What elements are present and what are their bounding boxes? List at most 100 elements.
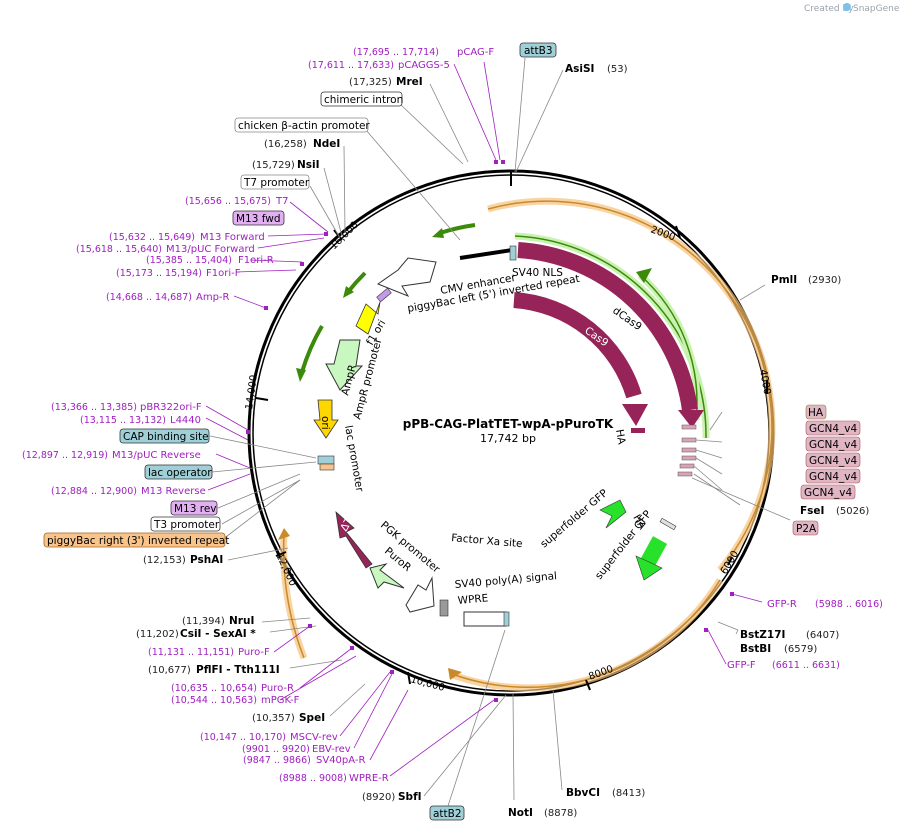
primer-wprer: WPRE-R <box>349 773 389 784</box>
primer-mpgkf: mPGK-F <box>261 695 300 706</box>
site-pshai: PshAI <box>190 554 223 566</box>
cmv-enhancer-arrow <box>376 257 437 298</box>
primer-m13rev: M13 Reverse <box>141 486 206 497</box>
sv40pa-block <box>439 599 449 617</box>
site-bbvci-pos: (8413) <box>612 788 645 799</box>
orange-ring-bottom-line <box>451 579 721 689</box>
cas9-arrowhead <box>622 404 648 426</box>
feature-sv40pa: SV40 poly(A) signal <box>454 570 557 591</box>
primer-m13pucrev: M13/pUC Reverse <box>112 450 201 461</box>
piggybac-right-block <box>319 463 335 471</box>
box-t7-promoter: T7 promoter <box>243 177 310 189</box>
site-mrei: MreI <box>396 76 423 88</box>
box-gcn4-4: GCN4_v4 <box>809 471 857 483</box>
primer-m13pucfwd: M13/pUC Forward <box>166 244 255 255</box>
site-fsei-pos: (5026) <box>836 506 869 517</box>
primer-purof-pos: (11,131 .. 11,151) <box>148 647 234 658</box>
snapgene-logo-icon <box>843 3 851 11</box>
primer-m13pucrev-pos: (12,897 .. 12,919) <box>22 450 108 461</box>
piggybac-left-block <box>376 287 392 303</box>
box-cap-binding: CAP binding site <box>123 431 209 443</box>
primer-t7-pos: (15,656 .. 15,675) <box>185 196 271 207</box>
primer-pcagf: pCAG-F <box>457 47 494 58</box>
green-arrow-left1-head <box>343 286 354 298</box>
ha-block-gfp <box>659 517 677 531</box>
sv40-nls-block <box>509 245 517 261</box>
feature-lac-promoter: lac promoter <box>342 424 366 493</box>
primer-pcagf-pos: (17,695 .. 17,714) <box>353 47 439 58</box>
site-bbvci: BbvCI <box>566 787 600 799</box>
site-pflfi: PflFI - Tth111I <box>196 664 280 676</box>
primer-gfpf-pos: (6611 .. 6631) <box>772 660 840 671</box>
box-gcn4-2: GCN4_v4 <box>809 439 857 451</box>
dtk-arrow <box>335 510 373 569</box>
site-bstz17i: BstZ17I <box>740 629 785 641</box>
boxed-labels: attB3 chimeric intron chicken β-actin pr… <box>43 42 861 821</box>
ha-block-cas9 <box>631 428 645 433</box>
primer-wprer-pos: (8988 .. 9008) <box>279 773 347 784</box>
primer-gfpf: GFP-F <box>727 660 756 671</box>
dcas9-arrow <box>517 242 698 412</box>
green-arrow-left2 <box>300 324 324 373</box>
box-attb2: attB2 <box>433 808 462 820</box>
site-pmli-pos: (2930) <box>808 275 841 286</box>
brand-text: Created by <box>804 4 854 14</box>
primer-l4440: L4440 <box>170 415 201 426</box>
primer-gfpr: GFP-R <box>767 599 797 610</box>
box-t3-promoter: T3 promoter <box>153 519 220 531</box>
primer-sv40par-pos: (9847 .. 9866) <box>243 755 311 766</box>
orange-ring-left-line <box>282 534 305 659</box>
box-lac-operator: lac operator <box>148 467 212 479</box>
tick-label-12000: 12,000 <box>273 552 298 588</box>
feature-sfgfp-1: superfolder GFP <box>538 487 610 550</box>
tick-label-14000: 14,000 <box>244 374 260 410</box>
plasmid-name: pPB-CAG-PlatTET-wpA-pPuroTK <box>403 417 614 431</box>
puror-arrow <box>369 563 405 589</box>
wpre-block <box>463 611 507 627</box>
primer-f1orir-pos: (15,385 .. 15,404) <box>146 255 232 266</box>
box-gcn4-3: GCN4_v4 <box>809 455 857 467</box>
green-arrow-top-head <box>432 228 444 238</box>
site-nrui-pos: (11,394) <box>182 616 225 627</box>
tick-label-4000: 4000 <box>757 369 772 396</box>
green-arrowhead-1 <box>636 268 652 283</box>
orange-ring-arrowhead <box>448 668 462 680</box>
feature-ha-1: HA <box>613 428 628 446</box>
site-bstz17i-pos: (6407) <box>806 630 839 641</box>
f1ori-arrow <box>355 301 381 335</box>
site-spei-pos: (10,357) <box>252 713 295 724</box>
dcas9-arrowhead <box>678 410 704 428</box>
primer-ebvrev: EBV-rev <box>312 744 351 755</box>
primer-m13fwd: M13 Forward <box>200 232 265 243</box>
primer-pbr322-pos: (13,366 .. 13,385) <box>51 402 137 413</box>
box-ha: HA <box>808 407 824 419</box>
orange-ring-right-line <box>487 200 773 571</box>
site-ndei-pos: (16,258) <box>264 139 307 150</box>
box-attb3: attB3 <box>524 45 553 57</box>
sfgfp-arrow-2-shaft <box>640 536 668 566</box>
primer-t7: T7 <box>275 196 288 207</box>
primer-puror: Puro-R <box>261 683 294 694</box>
primer-pbr322: pBR322ori-F <box>140 402 202 413</box>
box-m13fwd: M13 fwd <box>236 213 281 225</box>
feature-wpre: WPRE <box>457 592 489 607</box>
primer-labels: (17,695 .. 17,714) pCAG-F (17,611 .. 17,… <box>22 47 883 784</box>
box-gcn4-1: GCN4_v4 <box>809 423 857 435</box>
site-sbfi: SbfI <box>398 791 422 803</box>
feature-dtk: ΔTK <box>338 509 359 534</box>
primer-f1orir: F1ori-R <box>238 255 274 266</box>
green-ring-right-2-line <box>639 274 698 421</box>
feature-ori: ori <box>319 416 331 430</box>
site-labels: AsiSI (53) (17,325) MreI (16,258) NdeI (… <box>136 63 869 819</box>
feature-factorxa: Factor Xa site <box>451 532 523 550</box>
site-bstbi: BstBI <box>740 643 771 655</box>
box-chicken-actin: chicken β-actin promoter <box>238 120 370 132</box>
sfgfp-arrow-2-head <box>635 555 663 581</box>
backbone-segment <box>459 248 513 260</box>
box-p2a: P2A <box>796 523 817 535</box>
brand-name: SnapGene <box>853 4 900 14</box>
site-noti-pos: (8878) <box>544 808 577 819</box>
primer-m13rev-pos: (12,884 .. 12,900) <box>51 486 137 497</box>
orange-ring-left-arrowhead <box>278 528 290 540</box>
